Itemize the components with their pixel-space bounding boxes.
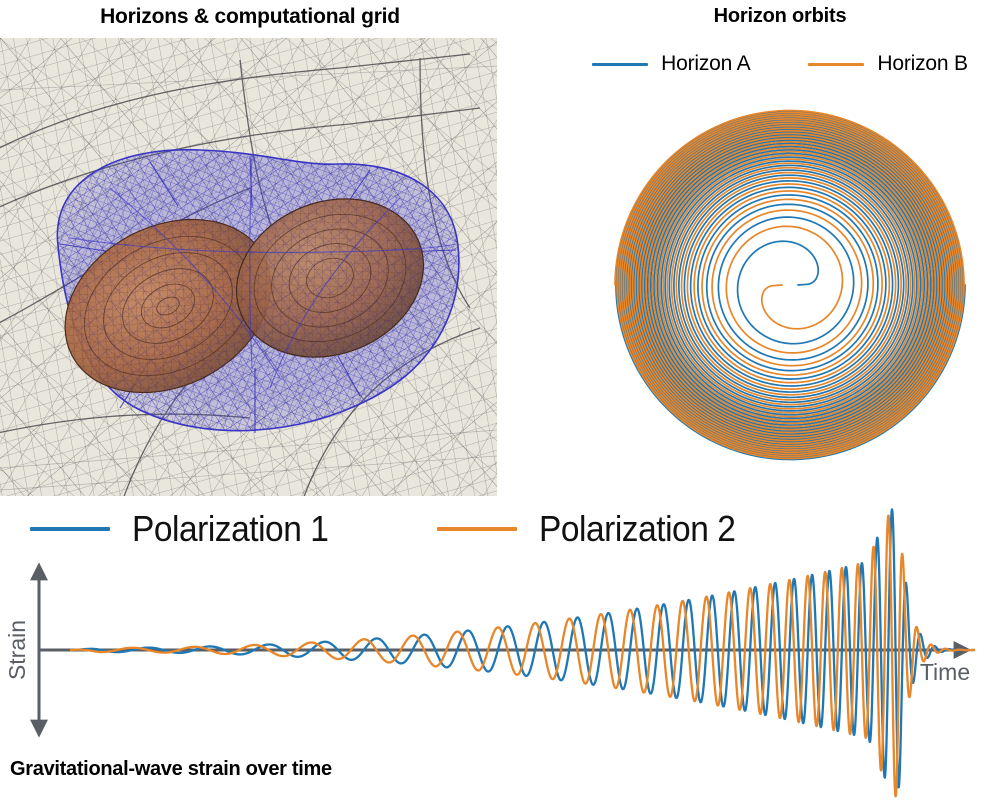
orbits-panel-title: Horizon orbits (713, 5, 847, 27)
line-swatch-icon (808, 62, 865, 66)
line-swatch-icon (437, 527, 518, 531)
orbit-track-horizon-b (614, 109, 965, 460)
strain-trace-polarization-2 (68, 514, 977, 798)
legend-item-polarization-1: Polarization 1 (30, 508, 343, 550)
legend-item-polarization-2: Polarization 2 (437, 508, 750, 550)
legend-label-horizon-a: Horizon A (661, 52, 751, 75)
blue-mesh-seams (69, 153, 457, 389)
outer-grid-seethrough (0, 65, 497, 491)
blue-mesh-overlay (57, 149, 459, 431)
waveform-caption: Gravitational-wave strain over time (10, 758, 332, 780)
waveform-svg: Strain Time (4, 508, 977, 798)
legend-item-horizon-b: Horizon B (808, 52, 968, 76)
mesh-render-svg (0, 38, 497, 496)
strain-axis-label: Strain (4, 620, 30, 680)
orbits-legend: Horizon A Horizon B (560, 52, 1000, 76)
horizons-mesh-image (0, 38, 497, 496)
waveform-legend: Polarization 1 Polarization 2 (30, 508, 850, 550)
horizon-orbits-plot (560, 40, 1000, 500)
orbit-track-horizon-a (615, 110, 966, 461)
legend-label-polarization-1: Polarization 1 (132, 508, 329, 549)
mesh-panel-title: Horizons & computational grid (100, 5, 400, 28)
line-swatch-icon (30, 527, 110, 531)
legend-label-polarization-2: Polarization 2 (539, 508, 736, 549)
line-swatch-icon (592, 62, 649, 66)
orbits-svg (614, 109, 966, 461)
gw-strain-plot: Strain Time (0, 508, 1000, 798)
mesh-scene (0, 38, 497, 496)
legend-item-horizon-a: Horizon A (592, 52, 751, 76)
time-axis-label: Time (920, 659, 970, 685)
legend-label-horizon-b: Horizon B (877, 52, 968, 75)
strain-trace-polarization-1 (68, 508, 977, 789)
